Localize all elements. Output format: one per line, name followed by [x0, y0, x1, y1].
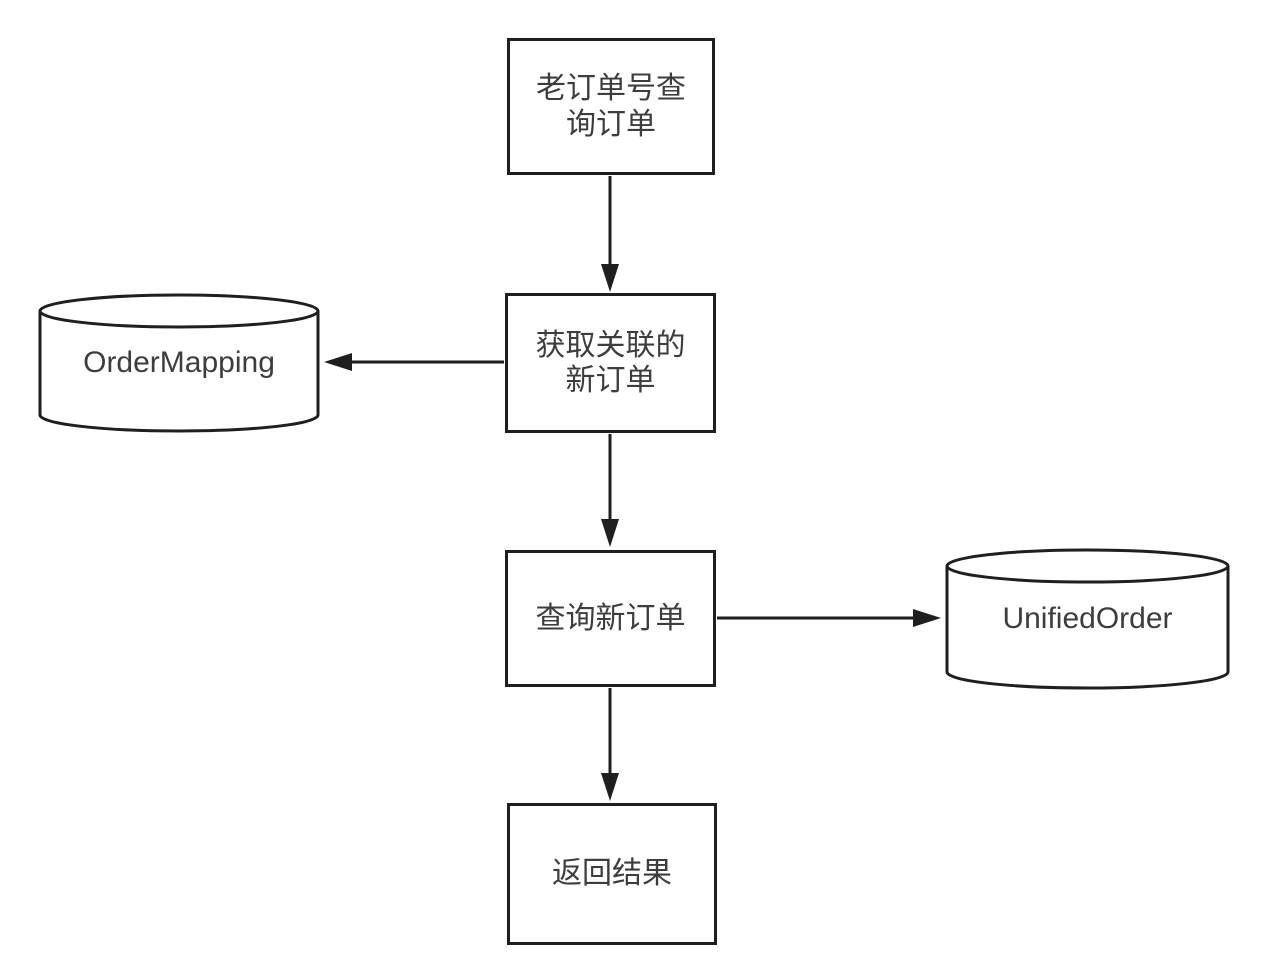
edge-get-related-to-query-new	[601, 434, 619, 547]
node-label-order-mapping: OrderMapping	[83, 346, 275, 380]
node-return-result: 返回结果	[507, 803, 717, 945]
edge-query-new-to-unified-order	[717, 609, 941, 627]
node-label-query-old-order: 老订单号查 询订单	[536, 72, 686, 141]
arrowhead-down-icon	[601, 519, 619, 547]
node-unified-order-db: UnifiedOrder	[945, 548, 1230, 690]
node-get-related-new-order: 获取关联的 新订单	[505, 293, 716, 433]
node-query-old-order: 老订单号查 询订单	[507, 38, 715, 175]
edge-query-new-to-return-result	[601, 688, 619, 801]
arrowhead-down-icon	[601, 773, 619, 801]
node-label-return-result: 返回结果	[552, 857, 672, 891]
arrowhead-down-icon	[601, 264, 619, 292]
arrowhead-left-icon	[324, 353, 352, 371]
edge-get-related-to-order-mapping	[324, 353, 504, 371]
database-cylinder-icon	[945, 548, 1230, 690]
edge-query-old-to-get-related	[601, 176, 619, 292]
arrowhead-right-icon	[913, 609, 941, 627]
node-query-new-order: 查询新订单	[505, 550, 716, 687]
node-label-query-new-order: 查询新订单	[535, 601, 686, 635]
database-cylinder-icon	[38, 293, 320, 433]
node-label-unified-order: UnifiedOrder	[1002, 602, 1173, 636]
node-label-get-related-new-order: 获取关联的 新订单	[535, 328, 686, 397]
node-order-mapping-db: OrderMapping	[38, 293, 320, 433]
